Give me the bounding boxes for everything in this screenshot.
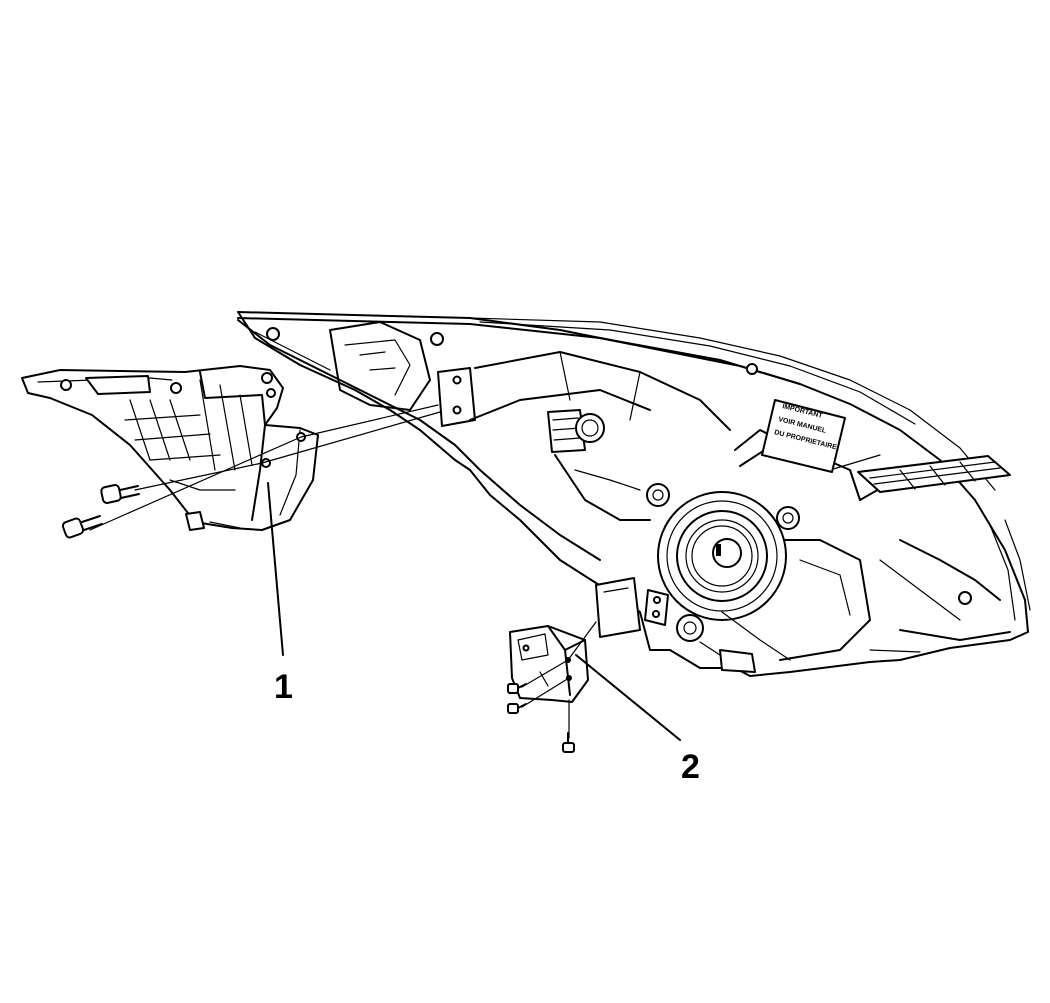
callout-1: 1 <box>267 482 293 706</box>
bolt-upper <box>100 484 140 504</box>
callout-2-leader <box>575 654 681 741</box>
bracket-1 <box>21 365 319 531</box>
bracket-1-fasteners <box>61 404 441 539</box>
screw-vertical <box>562 732 575 753</box>
callout-1-label: 1 <box>274 668 293 706</box>
screw-upper <box>507 683 527 694</box>
callout-1-leader <box>267 482 284 656</box>
headlamp-assembly: IMPORTANT VOIR MANUEL DU PROPRIETAIRE <box>237 311 1031 677</box>
bracket-2-fasteners <box>507 621 597 753</box>
bolt-lower <box>61 515 103 539</box>
callout-2: 2 <box>575 654 700 786</box>
callout-2-label: 2 <box>681 748 700 786</box>
screw-lower <box>507 703 527 714</box>
